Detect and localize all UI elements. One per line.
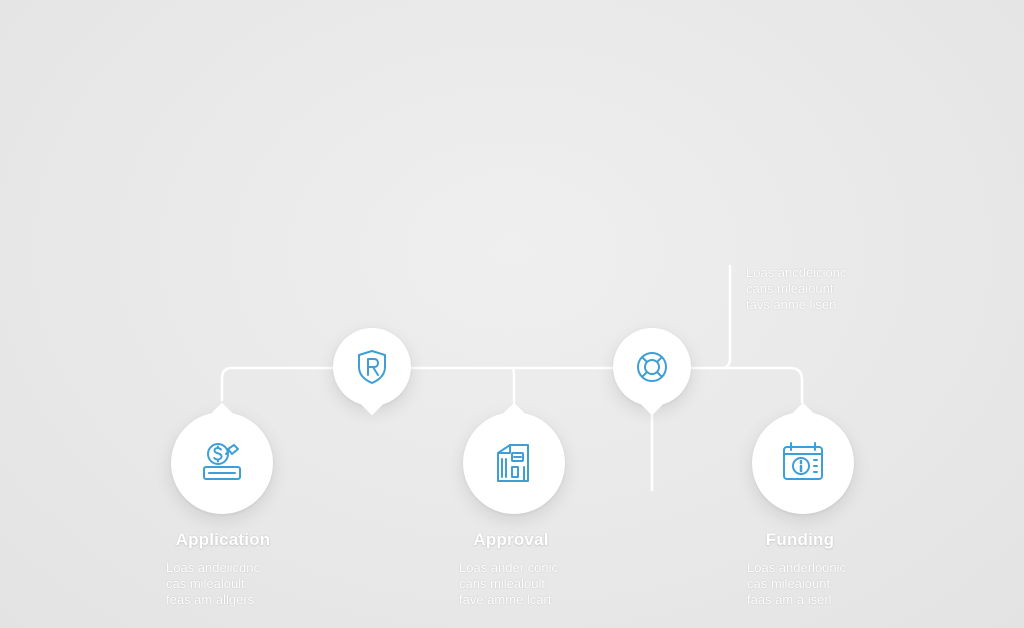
callout-text: Loas ancdeicionc cans mleaiount tavs anm…: [746, 265, 846, 313]
stage-title-application: Application: [175, 530, 271, 549]
calendar-dollar-icon: [783, 442, 823, 480]
dollar-coin-card-icon: [203, 443, 241, 480]
stage-node-funding: [752, 402, 854, 514]
description-line: Loas ander conic: [459, 560, 559, 575]
shield-connector-node: [333, 328, 411, 416]
description-line: cas mileaiount: [747, 576, 831, 591]
main-connector-path: [220, 366, 804, 404]
description-line: fave amme lcart.: [459, 592, 556, 607]
stage-description-approval: Loas ander conic cans milealoult fave am…: [459, 560, 558, 608]
stage-node-approval: [463, 402, 565, 514]
description-line: cans milealoult: [459, 576, 545, 591]
description-line: cas milealoult: [166, 576, 245, 591]
lifebuoy-connector-node: [613, 328, 691, 416]
description-line: feas am allgers: [166, 592, 255, 607]
callout-line: tavs anme lisen.: [746, 297, 840, 312]
stage-description-application: Loas andeiicdnc cas milealoult feas am a…: [166, 560, 260, 608]
shield-r-icon: [358, 350, 386, 384]
callout-line: Loas ancdeicionc: [746, 265, 847, 280]
stage-description-funding: Loas anderloonic cas mileaiount faas am …: [747, 560, 846, 608]
stage-title-approval: Approval: [473, 530, 549, 549]
description-line: Loas andeiicdnc: [166, 560, 260, 575]
stage-node-application: [171, 402, 273, 514]
stage-title-funding: Funding: [765, 530, 835, 549]
lifebuoy-icon: [637, 352, 667, 382]
description-line: faas am a iserl.: [747, 592, 836, 607]
document-building-icon: [497, 444, 529, 482]
callout-line: cans mleaiount: [746, 281, 834, 296]
callout-leader-line: [710, 264, 732, 370]
description-line: Loas anderloonic: [747, 560, 847, 575]
